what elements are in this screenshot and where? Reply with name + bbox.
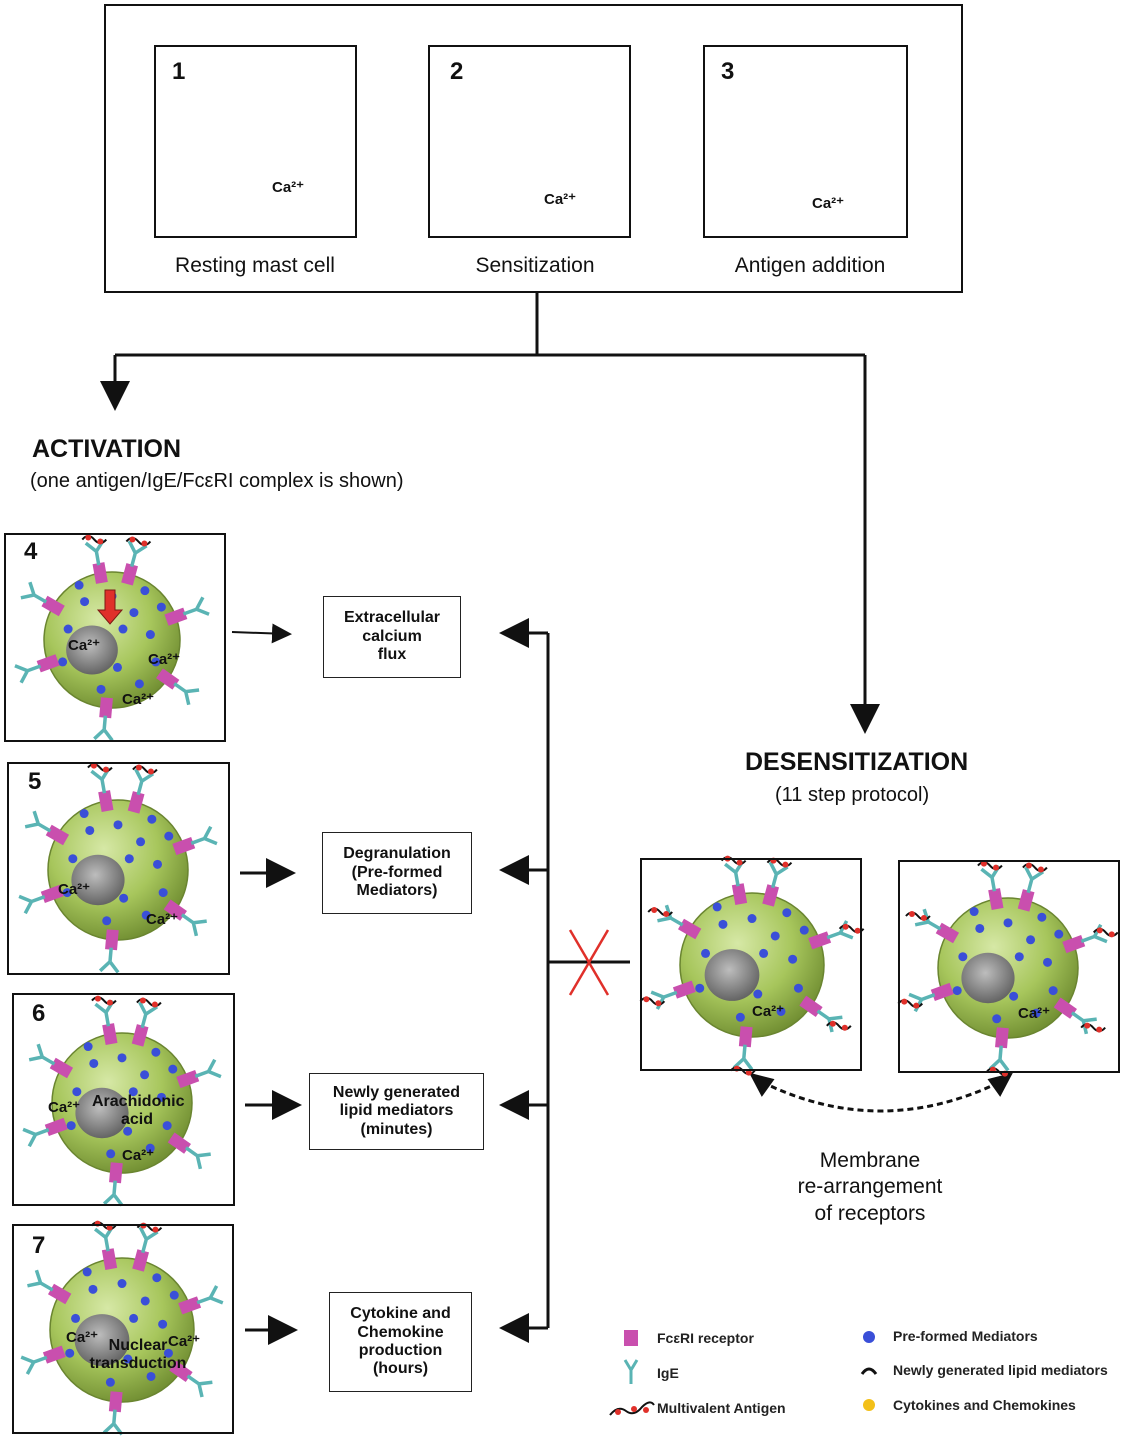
rearrangement-caption: Membrane re-arrangement of receptors <box>797 1149 943 1225</box>
rearrangement-arrow <box>749 1072 1013 1113</box>
calcium-label: Ca²⁺ <box>812 195 845 212</box>
nucleus <box>75 1087 129 1139</box>
step-number-7: 7 <box>32 1232 46 1259</box>
caption-sensitization: Sensitization <box>475 254 595 277</box>
panel-sensitization <box>428 45 631 238</box>
nucleus <box>961 952 1015 1004</box>
step-number-5: 5 <box>28 768 42 795</box>
legend-ige-label: IgE <box>657 1365 679 1381</box>
panel-step-5 <box>7 762 230 975</box>
calcium-label: Ca²⁺ <box>122 1147 155 1164</box>
receptor-icon <box>624 1330 638 1346</box>
step-number-3: 3 <box>721 58 735 85</box>
nucleus <box>66 625 118 675</box>
flow-connectors <box>100 292 880 1345</box>
nucleus <box>71 854 125 906</box>
outcome-degranulation: Degranulation (Pre-formed Mediators) <box>322 832 472 914</box>
calcium-label: Ca²⁺ <box>68 637 101 654</box>
step-number-2: 2 <box>450 58 464 85</box>
outcome-cytokine-production: Cytokine and Chemokine production (hours… <box>329 1292 472 1392</box>
legend-lipid-label: Newly generated lipid mediators <box>893 1362 1108 1378</box>
legend-antigen-label: Multivalent Antigen <box>657 1400 786 1416</box>
calcium-label: Ca²⁺ <box>1018 1005 1051 1022</box>
outcome-calcium-flux: Extracellular calcium flux <box>323 596 461 678</box>
preformed-mediator-icon <box>863 1331 875 1343</box>
calcium-label: Ca²⁺ <box>272 179 305 196</box>
caption-antigen: Antigen addition <box>734 254 886 277</box>
calcium-label: Ca²⁺ <box>66 1329 99 1346</box>
calcium-label: Ca²⁺ <box>168 1333 201 1350</box>
step-number-1: 1 <box>172 58 186 85</box>
step-number-6: 6 <box>32 1000 46 1027</box>
activation-title: ACTIVATION <box>32 435 182 463</box>
legend-cytokine-label: Cytokines and Chemokines <box>893 1397 1076 1413</box>
calcium-label: Ca²⁺ <box>148 651 181 668</box>
nucleus <box>704 949 760 1001</box>
calcium-label: Ca²⁺ <box>48 1099 81 1116</box>
panel-desensitized-b <box>898 860 1120 1073</box>
cell-6 <box>22 995 222 1207</box>
cytokine-icon <box>863 1399 875 1411</box>
calcium-label: Ca²⁺ <box>146 911 179 928</box>
panel-step-4 <box>4 533 226 742</box>
panel-desensitized-a <box>640 858 862 1071</box>
cell-d2 <box>897 860 1119 1077</box>
overview-box <box>104 4 963 293</box>
legend-receptor-label: FcεRI receptor <box>657 1330 754 1346</box>
step-number-4: 4 <box>24 538 38 565</box>
caption-resting: Resting mast cell <box>175 254 335 277</box>
cell-4 <box>14 534 210 742</box>
legend-preformed-label: Pre-formed Mediators <box>893 1328 1038 1344</box>
arachidonic-acid-label: Arachidonic acid <box>92 1093 185 1128</box>
lipid-mediator-icon <box>860 1367 878 1375</box>
panel-step-7 <box>12 1224 234 1434</box>
calcium-label: Ca²⁺ <box>122 691 155 708</box>
ige-icon <box>623 1359 639 1384</box>
desensitization-subtitle: (11 step protocol) <box>775 784 930 806</box>
calcium-label: Ca²⁺ <box>752 1003 785 1020</box>
legend-icons <box>609 1330 878 1416</box>
panel-resting <box>154 45 357 238</box>
calcium-label: Ca²⁺ <box>544 191 577 208</box>
nuclear-transduction-label: Nuclear transduction <box>89 1337 187 1372</box>
cell-5 <box>18 762 218 974</box>
panel-step-6 <box>12 993 235 1206</box>
block-mark <box>568 929 610 996</box>
panel-antigen <box>703 45 908 238</box>
nucleus <box>74 1314 130 1366</box>
outcome-lipid-mediators: Newly generated lipid mediators (minutes… <box>309 1073 484 1150</box>
calcium-influx-arrow <box>96 589 124 625</box>
activation-subtitle: (one antigen/IgE/FcεRI complex is shown) <box>30 470 404 492</box>
cell-d1 <box>639 855 865 1076</box>
desensitization-title: DESENSITIZATION <box>745 748 969 776</box>
calcium-label: Ca²⁺ <box>58 881 91 898</box>
